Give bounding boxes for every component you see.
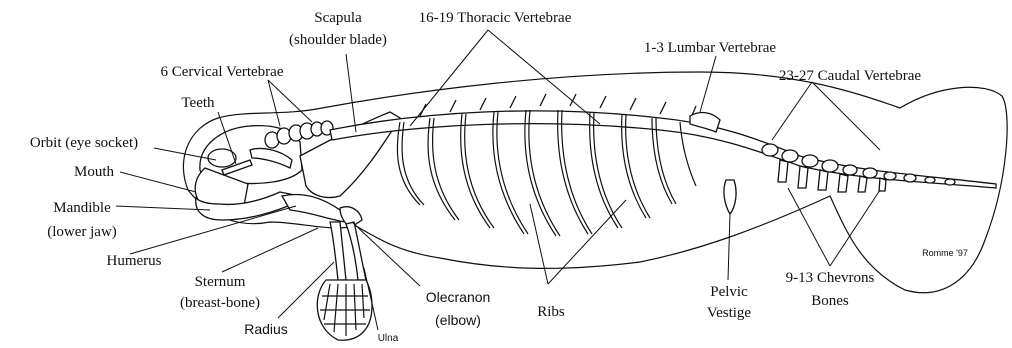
humerus-bone	[282, 195, 346, 222]
caudal-vertebra	[863, 168, 877, 178]
radius-bone	[330, 222, 346, 280]
label-scapula-sub: (shoulder blade)	[289, 32, 387, 48]
label-sternum: Sternum	[195, 274, 246, 290]
chevron-bone	[879, 178, 886, 191]
leader-mouth	[120, 172, 196, 192]
label-pelvic: Pelvic	[710, 284, 748, 300]
label-teeth: Teeth	[181, 95, 215, 111]
chevron-bone	[778, 160, 788, 182]
caudal-vertebra	[822, 160, 838, 172]
label-lumbar: 1-3 Lumbar Vertebrae	[644, 40, 777, 56]
chevron-bone	[818, 170, 828, 190]
label-chevrons-sub: Bones	[811, 293, 849, 309]
label-chevrons: 9-13 Chevrons	[786, 270, 875, 286]
flipper	[282, 195, 372, 341]
rib	[397, 122, 420, 205]
label-caudal: 23-27 Caudal Vertebrae	[779, 68, 922, 84]
label-scapula: Scapula	[314, 10, 362, 26]
spine	[330, 94, 996, 192]
label-olecranon-sub: (elbow)	[435, 312, 481, 328]
rib	[402, 122, 424, 205]
caudal-vertebra	[884, 172, 896, 180]
label-sternum-sub: (breast-bone)	[180, 295, 260, 311]
caudal-vertebra	[762, 144, 778, 156]
pelvic-vestige-bone	[724, 180, 736, 214]
rib	[497, 112, 528, 234]
label-orbit: Orbit (eye socket)	[30, 135, 138, 151]
caudal-vertebrae-bones	[762, 144, 955, 185]
label-humerus: Humerus	[107, 253, 162, 269]
artist-credit: Romme '97	[922, 248, 968, 258]
label-ribs: Ribs	[537, 304, 565, 320]
leader-pelvic	[728, 214, 730, 280]
caudal-vertebra	[904, 174, 916, 182]
label-ulna: Ulna	[378, 333, 399, 343]
rib	[428, 118, 455, 220]
caudal-vertebra	[802, 155, 818, 167]
caudal-vertebra	[945, 179, 955, 185]
rib	[525, 110, 556, 236]
leader-chevrons	[788, 188, 880, 266]
leader-caudal	[772, 82, 880, 150]
label-thoracic: 16-19 Thoracic Vertebrae	[419, 10, 572, 26]
label-mouth: Mouth	[74, 164, 115, 180]
label-mandible: Mandible	[53, 200, 111, 216]
rib	[493, 112, 524, 234]
chevron-bone	[798, 166, 808, 188]
chevron-bone	[838, 174, 848, 192]
label-radius: Radius	[244, 321, 288, 337]
caudal-vertebra	[782, 150, 798, 162]
caudal-vertebra	[925, 177, 935, 183]
caudal-vertebra	[843, 165, 857, 175]
leader-sternum	[222, 228, 318, 272]
label-cervical: 6 Cervical Vertebrae	[161, 64, 284, 80]
leader-cervical	[268, 80, 312, 126]
rib	[433, 118, 459, 220]
leader-lumbar	[700, 56, 716, 112]
chevron-bone	[858, 176, 867, 192]
leader-ribs	[530, 200, 626, 284]
label-mandible-sub: (lower jaw)	[47, 224, 117, 240]
label-pelvic-sub: Vestige	[707, 305, 752, 321]
leader-scapula	[346, 54, 356, 132]
label-olecranon: Olecranon	[426, 289, 491, 305]
